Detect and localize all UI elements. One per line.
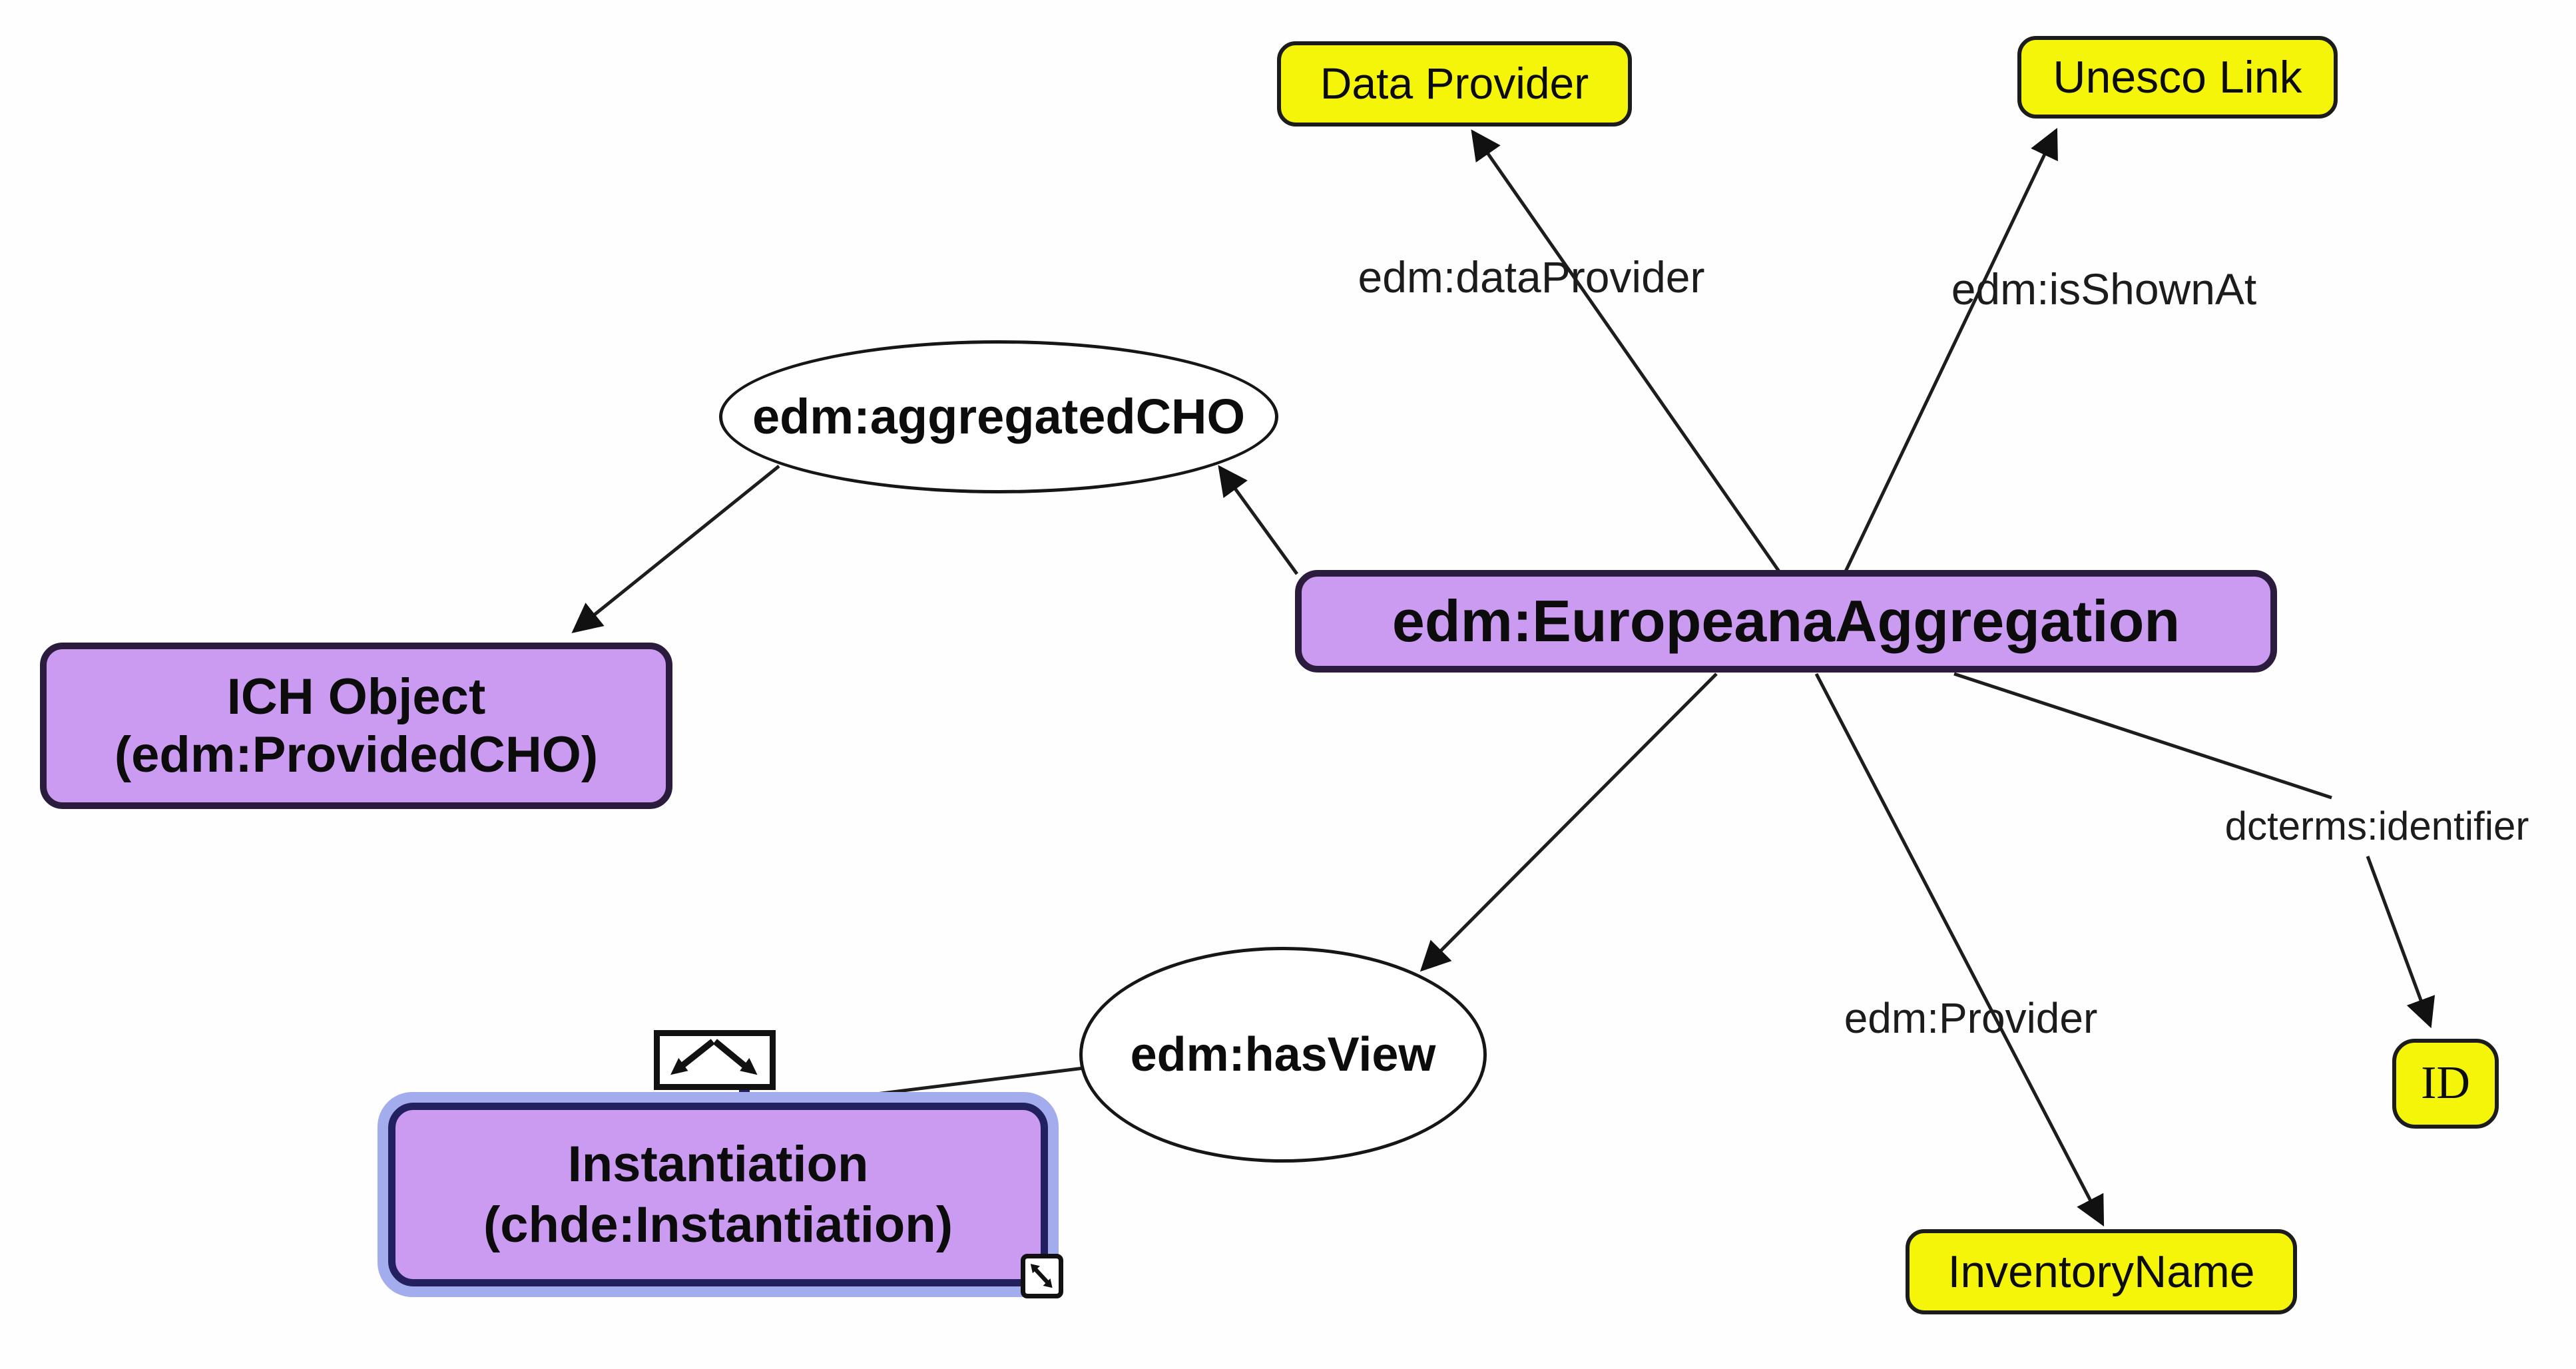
- edge-label-isshownat[interactable]: edm:isShownAt: [1918, 264, 2290, 314]
- node-instantiation[interactable]: Instantiation (chde:Instantiation): [388, 1103, 1048, 1286]
- edge-hasview[interactable]: [1419, 673, 1718, 972]
- edge-label-text: dcterms:identifier: [2224, 804, 2529, 848]
- node-label: ID: [2421, 1057, 2470, 1109]
- node-label: edm:hasView: [1130, 1027, 1436, 1081]
- node-label: Data Provider: [1320, 59, 1589, 109]
- edge-label-dataprovider[interactable]: edm:dataProvider: [1298, 252, 1764, 302]
- node-aggregated-cho[interactable]: edm:aggregatedCHO: [719, 340, 1278, 493]
- node-label: InventoryName: [1947, 1246, 2255, 1297]
- node-label: edm:EuropeanaAggregation: [1392, 588, 2181, 655]
- node-europeana-aggregation[interactable]: edm:EuropeanaAggregation: [1295, 570, 2277, 673]
- link-arrows-icon[interactable]: [654, 1030, 776, 1090]
- edge-isshownat[interactable]: [1844, 127, 2058, 573]
- resize-diagonal-icon[interactable]: [1021, 1254, 1063, 1298]
- edge-label-text: edm:dataProvider: [1358, 252, 1705, 302]
- node-label-line1: Instantiation: [567, 1135, 869, 1193]
- edge-aggregation-to-aggregatedcho[interactable]: [1218, 465, 1299, 575]
- edge-label-text: edm:isShownAt: [1951, 264, 2257, 314]
- resize-diagonal-glyph: [1030, 1264, 1053, 1288]
- node-label: Unesco Link: [2053, 51, 2302, 103]
- node-label-line1: ICH Object: [226, 668, 486, 725]
- edge-label-provider[interactable]: edm:Provider: [1811, 993, 2131, 1043]
- node-has-view[interactable]: edm:hasView: [1079, 947, 1487, 1163]
- edge-identifier-lower[interactable]: [2366, 856, 2436, 1029]
- node-label-line2: (chde:Instantiation): [483, 1197, 953, 1253]
- edge-dataprovider[interactable]: [1471, 129, 1781, 573]
- link-arrows-glyph: [670, 1039, 758, 1075]
- node-unesco-link[interactable]: Unesco Link: [2017, 36, 2338, 119]
- edge-aggregatedcho-to-ich-object[interactable]: [571, 465, 780, 633]
- edge-identifier-upper[interactable]: [1953, 672, 2332, 800]
- edge-provider[interactable]: [1814, 673, 2105, 1227]
- node-inventory-name[interactable]: InventoryName: [1906, 1229, 2297, 1314]
- node-label: edm:aggregatedCHO: [752, 389, 1246, 445]
- edge-label-text: edm:Provider: [1844, 994, 2098, 1042]
- node-data-provider[interactable]: Data Provider: [1277, 41, 1632, 127]
- node-id[interactable]: ID: [2392, 1039, 2499, 1129]
- node-label-line2: (edm:ProvidedCHO): [114, 726, 599, 783]
- node-ich-object[interactable]: ICH Object (edm:ProvidedCHO): [40, 643, 672, 809]
- node-instantiation-selection[interactable]: Instantiation (chde:Instantiation): [378, 1092, 1059, 1297]
- edge-label-identifier[interactable]: dcterms:identifier: [2190, 803, 2563, 849]
